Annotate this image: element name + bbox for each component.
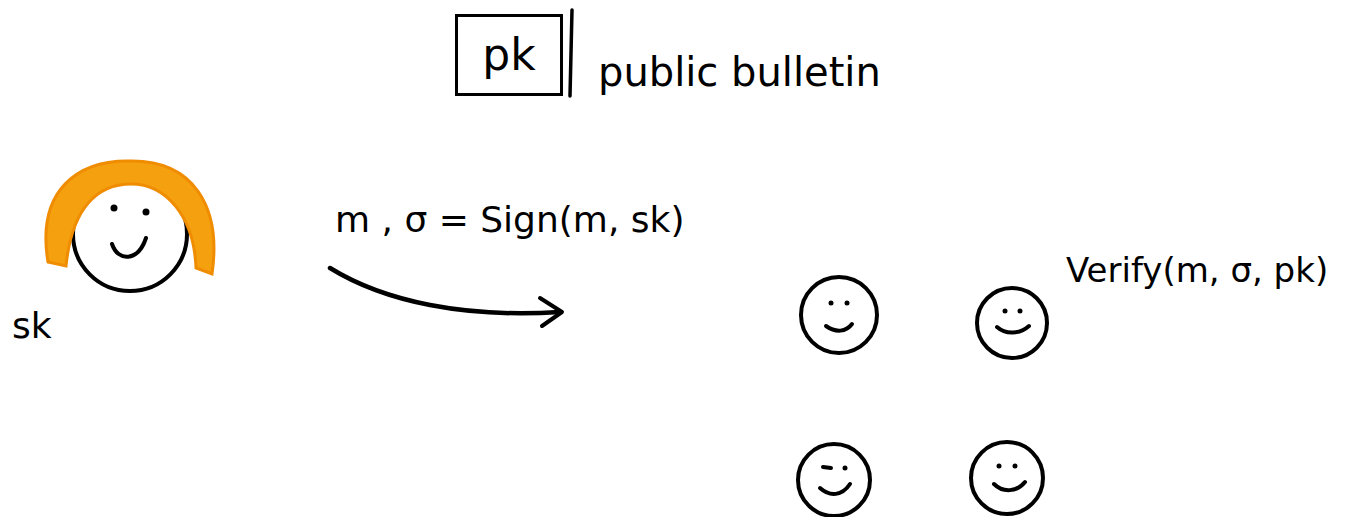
signer-hair <box>46 161 214 274</box>
key-box: pk <box>455 14 563 96</box>
eye <box>143 209 150 216</box>
eye <box>111 205 118 212</box>
sign-label: m , σ = Sign(m, sk) <box>335 200 684 240</box>
verifiers <box>798 277 1047 516</box>
send-arrow <box>330 268 560 313</box>
arrow-head <box>540 298 562 326</box>
key-label: sk <box>12 306 52 346</box>
smile <box>112 238 146 257</box>
verify-label: Verify(m, σ, pk) <box>1066 252 1328 289</box>
key-text: pk <box>482 31 535 79</box>
bulletin-label: public bulletin <box>598 50 881 94</box>
bulletin-bar <box>570 10 572 96</box>
